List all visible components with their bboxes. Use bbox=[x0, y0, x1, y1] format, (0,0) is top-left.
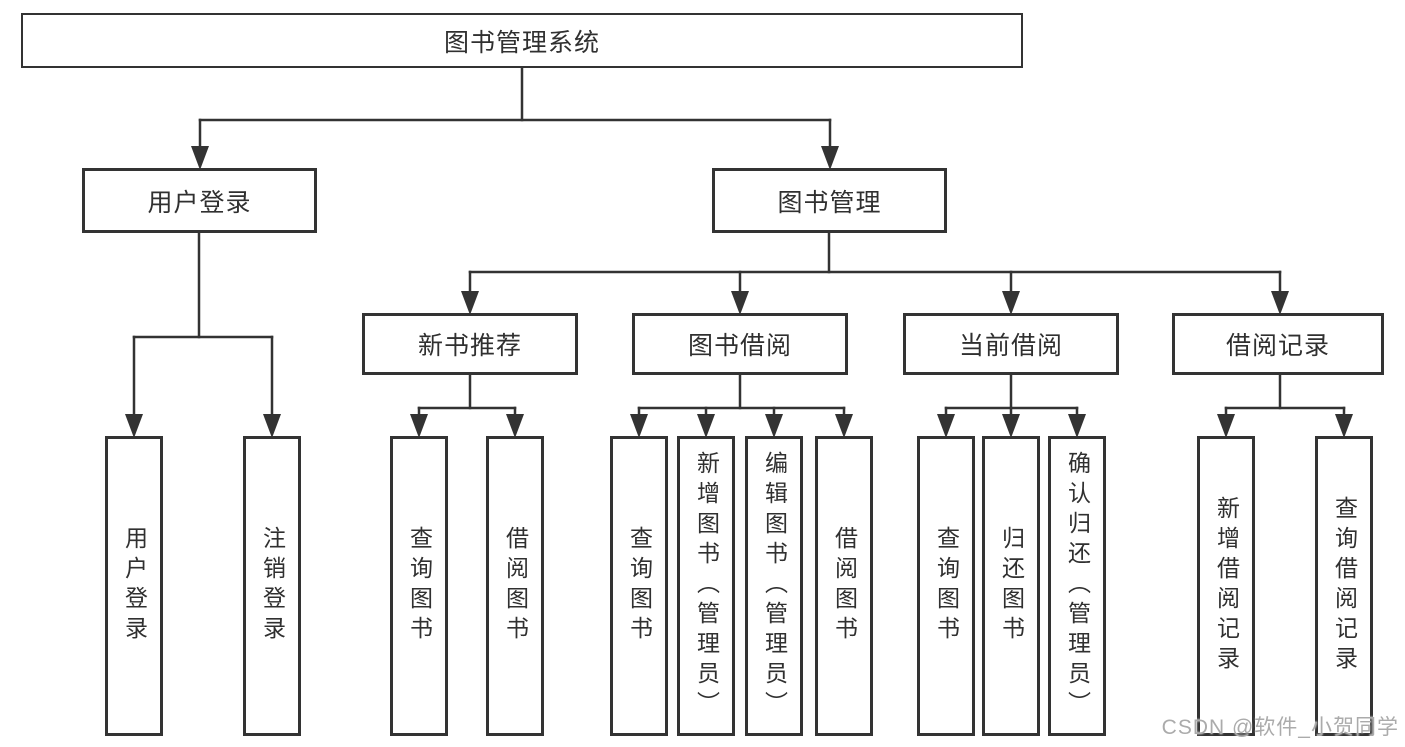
leaf-query-borrowing-records: 查询借阅记录 bbox=[1315, 436, 1373, 736]
node-user-login: 用户登录 bbox=[82, 168, 317, 233]
leaf-add-book-admin: 新增图书（管理员） bbox=[677, 436, 735, 736]
node-book-borrowing: 图书借阅 bbox=[632, 313, 848, 375]
node-library-management-system: 图书管理系统 bbox=[21, 13, 1023, 68]
arrowhead bbox=[506, 414, 524, 438]
leaf-add-book-admin-label: 新增图书（管理员） bbox=[693, 451, 720, 721]
arrowhead bbox=[1217, 414, 1235, 438]
leaf-edit-book-admin: 编辑图书（管理员） bbox=[745, 436, 803, 736]
leaf-edit-book-admin-label: 编辑图书（管理员） bbox=[761, 451, 788, 721]
arrowhead bbox=[1271, 291, 1289, 315]
node-new-book-recommendation-label: 新书推荐 bbox=[417, 332, 522, 360]
arrowhead bbox=[1002, 291, 1020, 315]
leaf-borrow-books-borrowing-label: 借阅图书 bbox=[831, 526, 858, 646]
leaf-query-books-recommendation-label: 查询图书 bbox=[406, 526, 433, 646]
arrowhead bbox=[263, 414, 281, 438]
leaf-logout: 注销登录 bbox=[243, 436, 301, 736]
leaf-query-books-borrowing-label: 查询图书 bbox=[626, 526, 653, 646]
leaf-user-login-label: 用户登录 bbox=[121, 526, 148, 646]
leaf-query-books-current: 查询图书 bbox=[917, 436, 975, 736]
leaf-confirm-return-admin-label: 确认归还（管理员） bbox=[1064, 451, 1091, 721]
leaf-confirm-return-admin: 确认归还（管理员） bbox=[1048, 436, 1106, 736]
arrowhead bbox=[937, 414, 955, 438]
node-new-book-recommendation: 新书推荐 bbox=[362, 313, 578, 375]
node-borrowing-records: 借阅记录 bbox=[1172, 313, 1384, 375]
leaf-query-books-recommendation: 查询图书 bbox=[390, 436, 448, 736]
watermark: CSDN @软件_小贺同学 bbox=[1161, 716, 1399, 739]
leaf-query-books-borrowing: 查询图书 bbox=[610, 436, 668, 736]
arrowhead bbox=[410, 414, 428, 438]
arrowhead bbox=[731, 291, 749, 315]
node-book-management-label: 图书管理 bbox=[777, 188, 882, 217]
leaf-add-borrowing-record: 新增借阅记录 bbox=[1197, 436, 1255, 736]
leaf-borrow-books-borrowing: 借阅图书 bbox=[815, 436, 873, 736]
arrowhead bbox=[835, 414, 853, 438]
node-book-borrowing-label: 图书借阅 bbox=[687, 332, 792, 360]
leaf-logout-label: 注销登录 bbox=[259, 526, 286, 646]
arrowhead bbox=[697, 414, 715, 438]
node-current-borrowing-label: 当前借阅 bbox=[958, 332, 1063, 360]
leaf-query-borrowing-records-label: 查询借阅记录 bbox=[1331, 496, 1358, 676]
leaf-query-books-current-label: 查询图书 bbox=[933, 526, 960, 646]
node-library-management-system-label: 图书管理系统 bbox=[443, 28, 600, 57]
arrowhead bbox=[1068, 414, 1086, 438]
leaf-borrow-books-recommendation: 借阅图书 bbox=[486, 436, 544, 736]
arrowhead bbox=[1002, 414, 1020, 438]
node-borrowing-records-label: 借阅记录 bbox=[1225, 332, 1330, 360]
leaf-add-borrowing-record-label: 新增借阅记录 bbox=[1213, 496, 1240, 676]
leaf-user-login: 用户登录 bbox=[105, 436, 163, 736]
arrowhead bbox=[1335, 414, 1353, 438]
leaf-return-book: 归还图书 bbox=[982, 436, 1040, 736]
leaf-borrow-books-recommendation-label: 借阅图书 bbox=[502, 526, 529, 646]
arrowhead bbox=[125, 414, 143, 438]
node-user-login-label: 用户登录 bbox=[147, 188, 252, 217]
arrowhead bbox=[630, 414, 648, 438]
leaf-return-book-label: 归还图书 bbox=[998, 526, 1025, 646]
node-book-management: 图书管理 bbox=[712, 168, 947, 233]
arrowhead bbox=[461, 291, 479, 315]
arrowhead bbox=[191, 146, 209, 170]
arrowhead bbox=[765, 414, 783, 438]
node-current-borrowing: 当前借阅 bbox=[903, 313, 1119, 375]
arrowhead bbox=[821, 146, 839, 170]
